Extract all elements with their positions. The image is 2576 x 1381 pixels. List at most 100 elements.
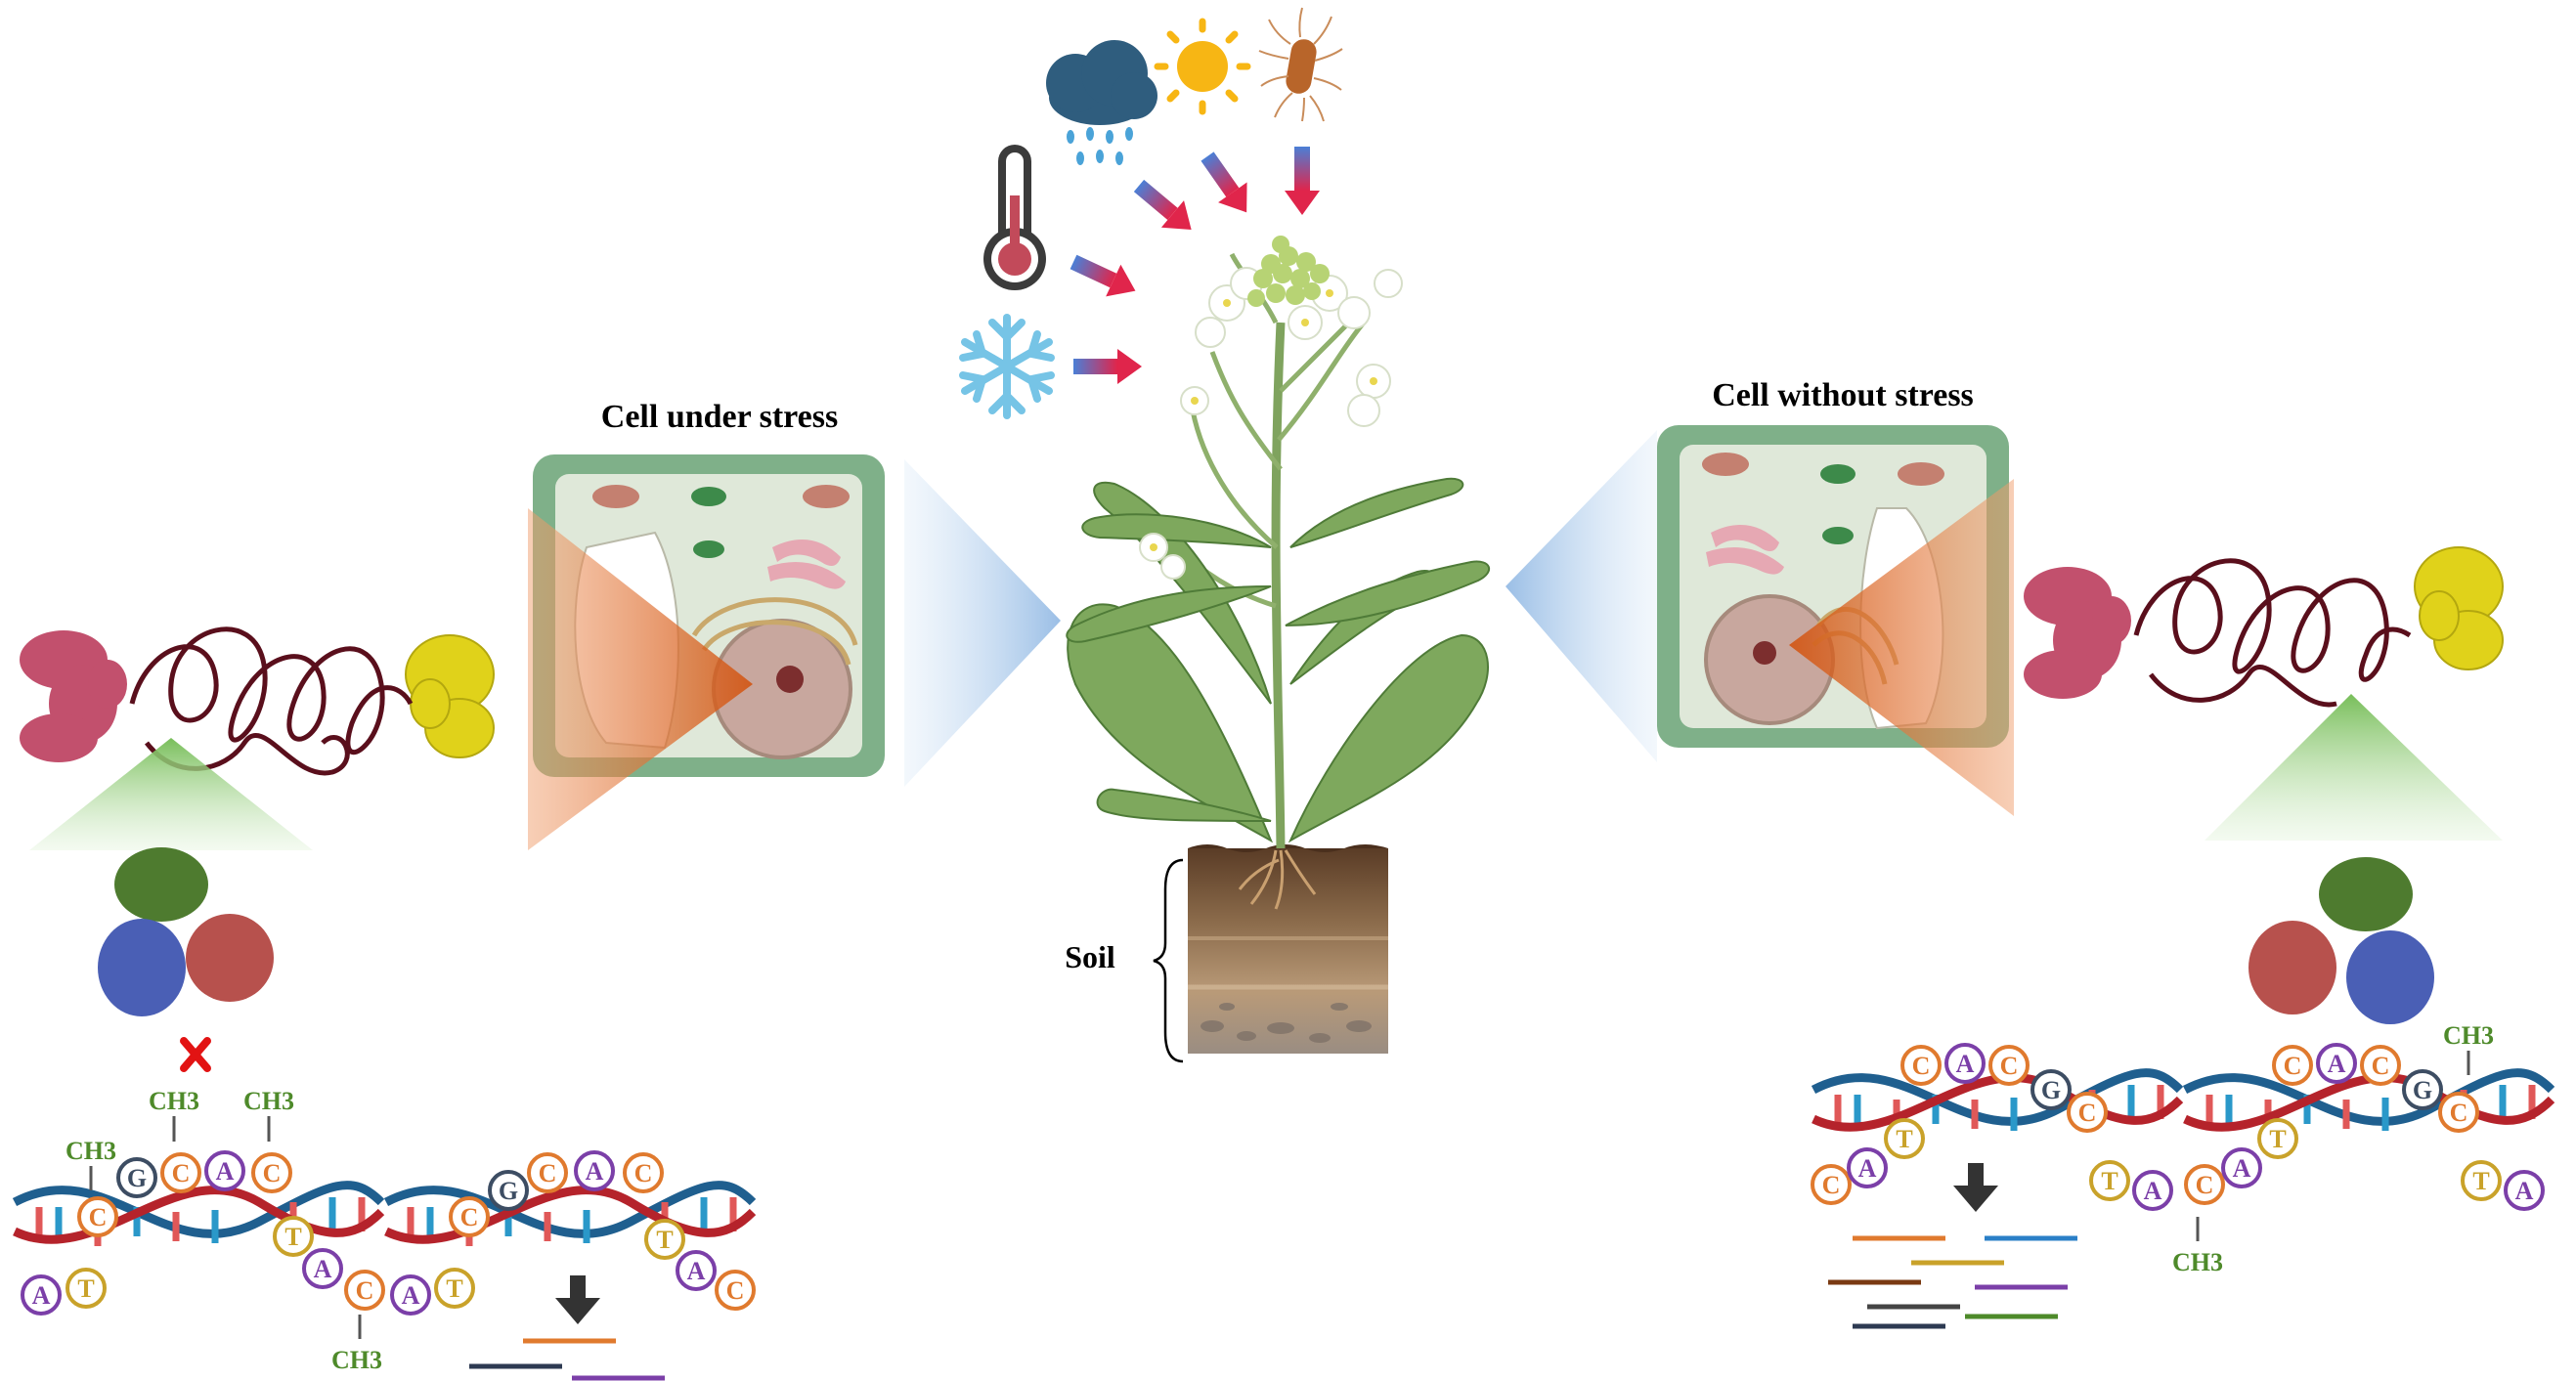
base-circle	[204, 1150, 245, 1191]
base-letter: C	[356, 1276, 374, 1305]
base-letter: A	[687, 1257, 706, 1285]
base-letter: C	[263, 1159, 282, 1187]
left-pink-protein	[20, 630, 127, 762]
arrow-from-thermometer	[1070, 254, 1136, 297]
base-circle	[273, 1216, 314, 1257]
base-letter: C	[2078, 1099, 2097, 1127]
base-circle	[1847, 1147, 1888, 1188]
base-letter: A	[216, 1157, 235, 1186]
right-blue-beam	[1506, 430, 1657, 762]
base-adenine: A	[2316, 1043, 2357, 1084]
left-methyl-tags: CH3 CH3 CH3 CH3	[65, 1087, 382, 1374]
methyl-tag: CH3	[65, 1137, 116, 1165]
base-circle	[2461, 1160, 2502, 1201]
base-circle	[574, 1150, 615, 1191]
base-letter: T	[2101, 1167, 2118, 1195]
arrow-from-sun	[1201, 151, 1247, 213]
base-circle	[2316, 1043, 2357, 1084]
base-thymine: T	[1884, 1118, 1925, 1159]
soil-label: Soil	[1065, 939, 1115, 974]
right-pink-protein	[2024, 567, 2131, 699]
base-cytosine: C	[344, 1270, 385, 1311]
base-thymine: T	[273, 1216, 314, 1257]
right-orange-beam	[1789, 479, 2014, 816]
right-dna-helix-1	[1811, 1068, 2184, 1134]
base-cytosine: C	[1988, 1045, 2030, 1086]
base-circle	[2504, 1170, 2545, 1211]
base-letter: C	[89, 1203, 108, 1231]
base-circle	[2067, 1092, 2108, 1133]
base-letter: T	[284, 1223, 301, 1251]
base-letter: A	[402, 1281, 420, 1310]
base-cytosine: C	[2438, 1092, 2479, 1133]
base-letter: T	[2472, 1167, 2489, 1195]
left-dna-helix-2	[383, 1181, 757, 1246]
base-adenine: A	[21, 1274, 62, 1316]
plant	[1066, 236, 1490, 1063]
base-thymine: T	[2089, 1160, 2130, 1201]
base-thymine: T	[434, 1268, 475, 1309]
right-yellow-protein	[2414, 546, 2504, 670]
base-circle	[344, 1270, 385, 1311]
base-cytosine: C	[251, 1152, 292, 1193]
snowflake-icon	[959, 314, 1055, 419]
left-transcript-arrow	[555, 1275, 600, 1324]
bacterium-icon	[1258, 7, 1343, 122]
base-cytosine: C	[449, 1196, 490, 1237]
base-circle	[2030, 1069, 2072, 1110]
base-letter: C	[1912, 1052, 1931, 1080]
base-guanine: G	[2402, 1069, 2443, 1110]
base-letter: C	[1822, 1171, 1841, 1199]
right-transcript-arrow	[1953, 1163, 1998, 1212]
base-circle	[160, 1152, 201, 1193]
base-letter: A	[2328, 1050, 2346, 1078]
base-cytosine: C	[2067, 1092, 2108, 1133]
left-chromatin	[20, 626, 495, 776]
stress-arrows	[1070, 147, 1320, 384]
left-nucleosome-complex	[98, 847, 274, 1016]
right-nucleosome-complex	[2249, 857, 2434, 1024]
base-circle	[302, 1248, 343, 1289]
cell-under-stress-title: Cell under stress	[601, 399, 838, 435]
base-letter: C	[2196, 1171, 2214, 1199]
base-letter: A	[2233, 1154, 2251, 1183]
base-letter: A	[2144, 1177, 2162, 1205]
right-chromatin	[2024, 546, 2504, 708]
base-letter: A	[2515, 1177, 2534, 1205]
base-adenine: A	[1944, 1043, 1986, 1084]
base-circle	[1944, 1043, 1986, 1084]
base-circle	[251, 1152, 292, 1193]
base-circle	[77, 1196, 118, 1237]
base-circle	[434, 1268, 475, 1309]
blocked-x-icon	[180, 1037, 211, 1072]
left-dna-helix-1	[12, 1181, 385, 1246]
base-cytosine: C	[2272, 1045, 2313, 1086]
base-cytosine: C	[1811, 1164, 1852, 1205]
base-thymine: T	[644, 1219, 685, 1260]
base-circle	[1988, 1045, 2030, 1086]
base-letter: A	[586, 1157, 604, 1186]
base-circle	[715, 1270, 756, 1311]
base-letter: C	[2000, 1052, 2019, 1080]
base-circle	[2257, 1118, 2298, 1159]
base-circle	[2089, 1160, 2130, 1201]
base-letter: C	[726, 1276, 745, 1305]
base-circle	[1811, 1164, 1852, 1205]
base-adenine: A	[574, 1150, 615, 1191]
base-circle	[527, 1152, 568, 1193]
base-cytosine: C	[1900, 1045, 1942, 1086]
base-adenine: A	[390, 1274, 431, 1316]
base-circle	[2132, 1170, 2173, 1211]
base-adenine: A	[204, 1150, 245, 1191]
base-circle	[21, 1274, 62, 1316]
base-circle	[2272, 1045, 2313, 1086]
base-adenine: A	[1847, 1147, 1888, 1188]
base-letter: G	[499, 1177, 518, 1205]
base-circle	[116, 1157, 157, 1198]
methyl-tag: CH3	[2172, 1248, 2223, 1276]
base-circle	[623, 1152, 664, 1193]
base-circle	[2221, 1147, 2262, 1188]
base-thymine: T	[65, 1268, 107, 1309]
